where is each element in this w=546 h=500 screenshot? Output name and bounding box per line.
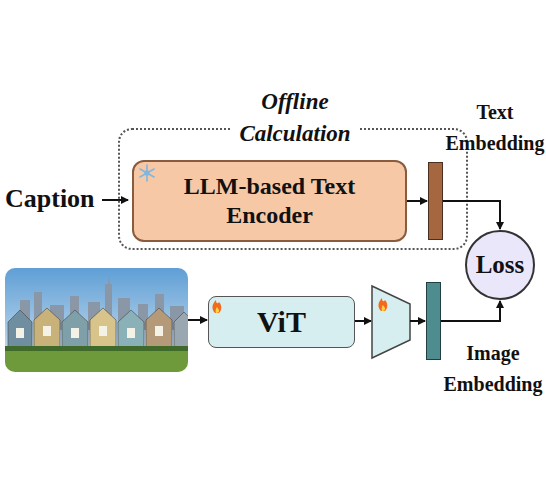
loss-circle: Loss (465, 230, 535, 300)
flow-arrow (407, 200, 427, 202)
input-arrow (188, 319, 207, 321)
embedding-bar: Image Embedding (426, 282, 441, 360)
input-label: Caption (5, 184, 95, 214)
encoder-label: LLM-based Text Encoder (162, 172, 377, 230)
encoder-box: ViT (208, 296, 355, 348)
group-heading: Offline Calculation (230, 86, 360, 150)
loss-label: Loss (476, 251, 525, 279)
embedding-bar: Text Embedding (428, 162, 443, 240)
offline-group: Offline CalculationLLM-based Text Encode… (118, 128, 468, 250)
flow-arrow (441, 301, 500, 321)
encoder-label: ViT (257, 305, 306, 339)
flow-arrow (443, 201, 500, 229)
photo (5, 268, 194, 372)
flow-arrow (410, 320, 425, 322)
input-arrow (102, 199, 128, 201)
embedding-label: Image Embedding (437, 338, 546, 400)
trainable-icon (378, 298, 387, 311)
flow-arrow (355, 320, 371, 322)
encoder-box: LLM-based Text Encoder (132, 160, 407, 242)
embedding-label: Text Embedding (439, 97, 546, 159)
projector-trapezoid (372, 286, 410, 358)
